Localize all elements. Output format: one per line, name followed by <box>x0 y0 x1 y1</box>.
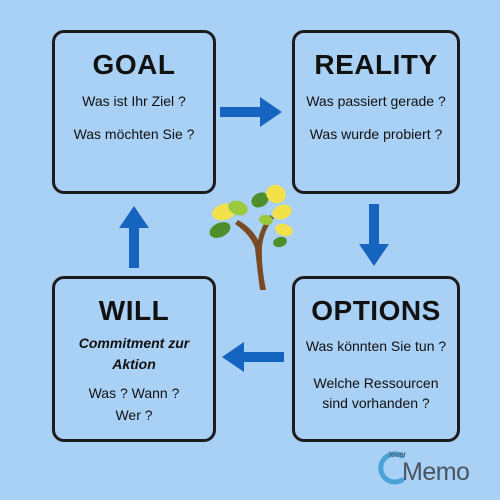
reality-title: REALITY <box>314 49 438 80</box>
arrow-right-icon <box>220 97 282 127</box>
will-question-2: Wer ? <box>115 407 153 423</box>
options-box: OPTIONS Was könnten Sie tun ? Welche Res… <box>292 276 460 442</box>
will-box: WILL Commitment zur Aktion Was ? Wann ? … <box>52 276 216 442</box>
logo-memo-text: Memo <box>402 458 470 486</box>
levermemo-logo: lever Memo <box>374 446 494 492</box>
reality-question-2: Was wurde probiert ? <box>309 126 443 142</box>
goal-question-1: Was ist Ihr Ziel ? <box>82 93 186 109</box>
goal-question-2: Was möchten Sie ? <box>73 126 195 142</box>
will-commitment-line-2: Aktion <box>112 356 156 372</box>
goal-title: GOAL <box>92 49 176 80</box>
options-title: OPTIONS <box>311 295 441 326</box>
arrow-left-icon <box>222 342 284 372</box>
options-question-2a: Welche Ressourcen <box>313 375 439 391</box>
reality-box: REALITY Was passiert gerade ? Was wurde … <box>292 30 460 194</box>
goal-box: GOAL Was ist Ihr Ziel ? Was möchten Sie … <box>52 30 216 194</box>
logo-c-icon <box>378 451 405 485</box>
will-commitment-line-1: Commitment zur <box>78 335 190 351</box>
tree-icon <box>209 184 293 290</box>
options-question-2b: sind vorhanden ? <box>322 395 430 411</box>
logo-lever-text: lever <box>389 450 407 459</box>
will-question-1: Was ? Wann ? <box>88 385 180 401</box>
options-question-1: Was könnten Sie tun ? <box>305 338 447 354</box>
reality-question-1: Was passiert gerade ? <box>306 93 446 109</box>
arrow-down-icon <box>359 204 389 266</box>
will-title: WILL <box>98 295 170 326</box>
arrow-up-icon <box>119 206 149 268</box>
will-commitment: Commitment zur Aktion <box>55 333 213 375</box>
